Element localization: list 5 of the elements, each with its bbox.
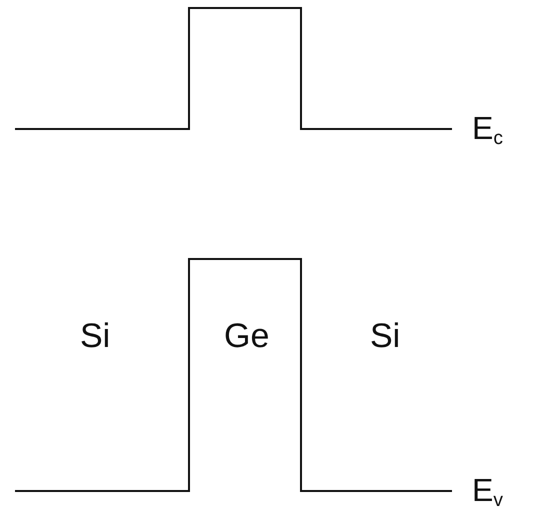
valence-band-label: E$_{v}$ <box>472 474 503 510</box>
material-label: Ge <box>224 319 270 353</box>
conduction-band-label: E$_{c}$ <box>472 112 503 148</box>
material-label: Si <box>370 319 400 353</box>
material-label: Si <box>80 319 110 353</box>
